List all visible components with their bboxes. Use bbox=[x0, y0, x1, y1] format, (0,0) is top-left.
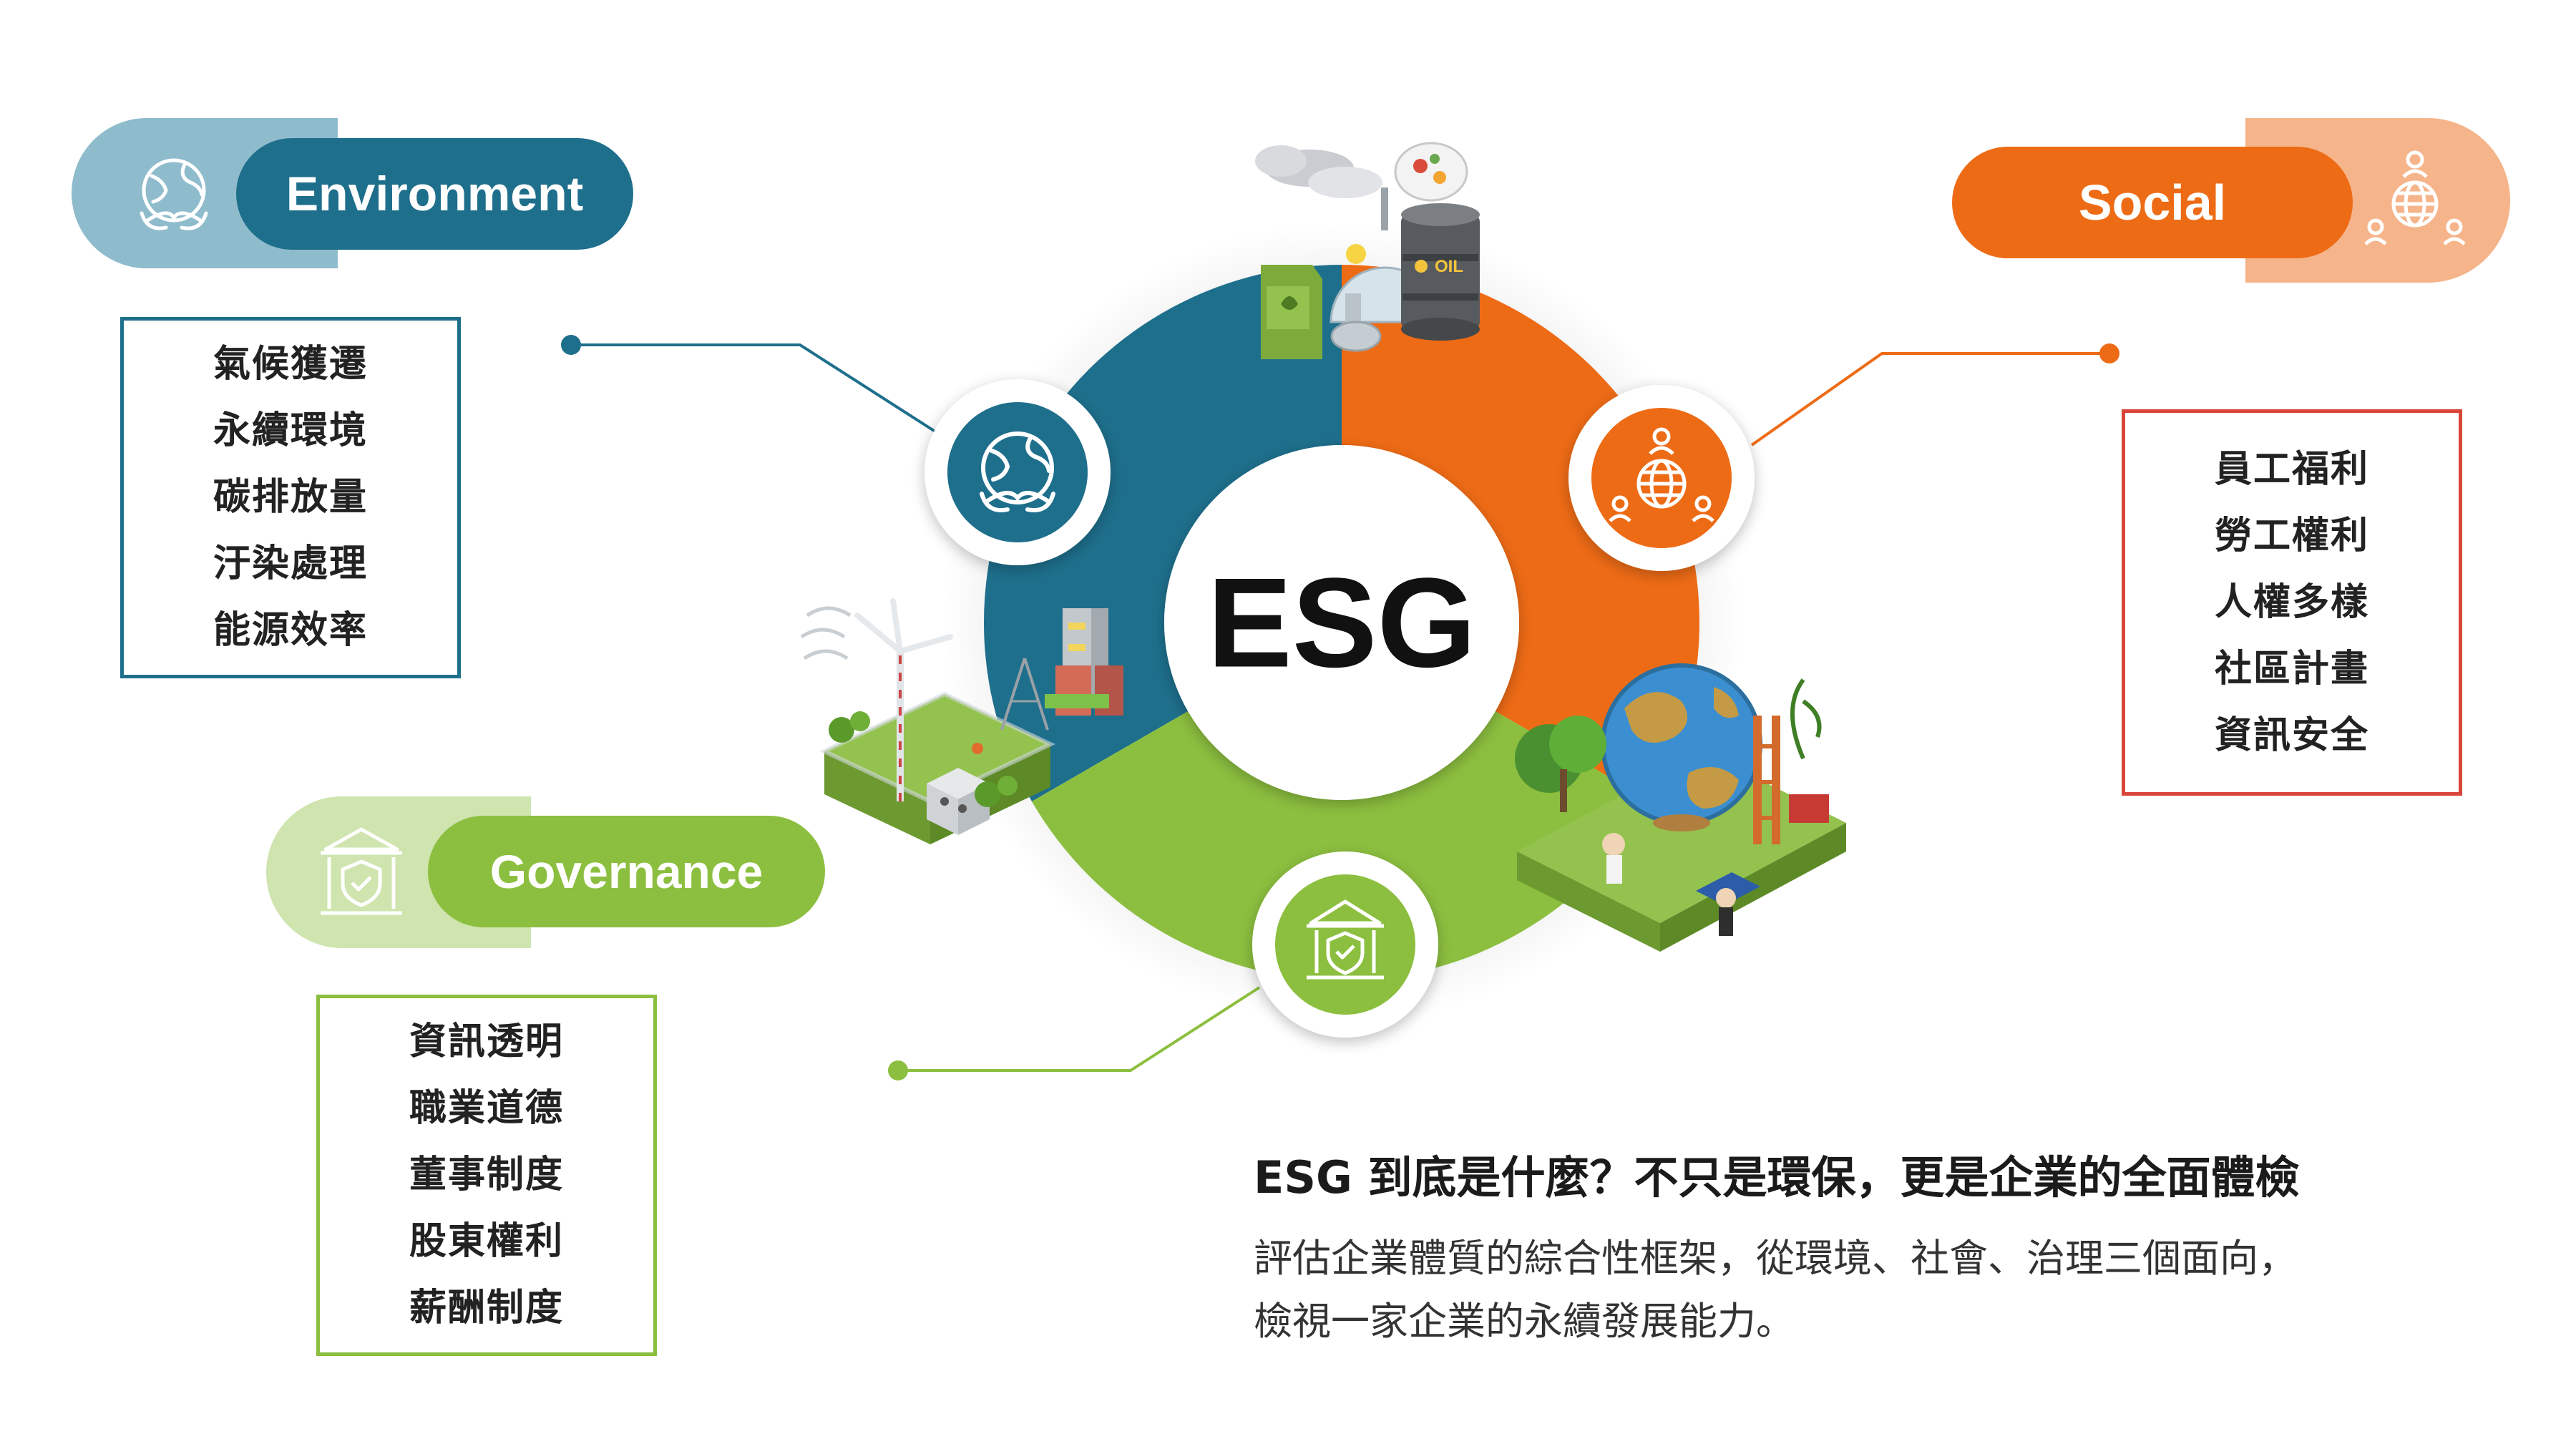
oil-barrel-label: OIL bbox=[1435, 257, 1463, 276]
social-item: 資訊安全 bbox=[2214, 713, 2369, 757]
industry-illustration: OIL bbox=[1255, 142, 1480, 359]
governance-item: 職業道德 bbox=[409, 1087, 564, 1130]
shield-building-icon bbox=[321, 827, 402, 915]
tag-governance-label: Governance bbox=[428, 816, 825, 927]
social-item: 勞工權利 bbox=[2214, 514, 2369, 557]
ring-icon-environment bbox=[924, 379, 1111, 565]
environment-item: 碳排放量 bbox=[213, 476, 368, 519]
footer-title: ESG 到底是什麼？不只是環保，更是企業的全面體檢 bbox=[1254, 1151, 2300, 1204]
center-label: ESG bbox=[1207, 552, 1476, 694]
governance-item: 董事制度 bbox=[409, 1153, 564, 1196]
governance-item: 股東權利 bbox=[409, 1220, 564, 1263]
governance-item: 資訊透明 bbox=[409, 1020, 564, 1063]
environment-item: 能源效率 bbox=[213, 609, 368, 652]
social-items-box: 員工福利 勞工權利 人權多樣 社區計畫 資訊安全 bbox=[2122, 409, 2462, 796]
environment-item: 永續環境 bbox=[213, 409, 368, 452]
tag-environment-label: Environment bbox=[236, 138, 633, 250]
connector-dot-environment bbox=[561, 335, 581, 355]
social-item: 員工福利 bbox=[2214, 447, 2369, 491]
people-globe-icon bbox=[1609, 427, 1714, 522]
ring-segment-governance bbox=[1031, 711, 1652, 980]
governance-item: 薪酬制度 bbox=[409, 1287, 564, 1330]
environment-item: 氣候獲遷 bbox=[213, 343, 368, 386]
ring-segment-social bbox=[1342, 265, 1699, 801]
footer-body-line: 檢視一家企業的永續發展能力。 bbox=[1254, 1299, 1795, 1344]
connector-environment bbox=[571, 343, 939, 434]
governance-items-box: 資訊透明 職業道德 董事制度 股東權利 薪酬制度 bbox=[316, 995, 657, 1356]
ring-icon-governance bbox=[1252, 852, 1438, 1038]
connector-dot-governance bbox=[888, 1060, 908, 1080]
connector-social bbox=[1750, 352, 2109, 447]
social-item: 社區計畫 bbox=[2214, 647, 2369, 691]
globe-workers-illustration bbox=[1515, 663, 1846, 952]
environment-item: 汙染處理 bbox=[213, 542, 368, 585]
connectors bbox=[561, 335, 2119, 1080]
tag-social-label: Social bbox=[1952, 147, 2353, 258]
social-item: 人權多樣 bbox=[2214, 580, 2369, 624]
globe-leaf-icon bbox=[980, 431, 1055, 512]
wind-farm-illustration bbox=[800, 598, 1123, 844]
center-circle bbox=[1164, 445, 1519, 800]
footer-body: 評估企業體質的綜合性框架，從環境、社會、治理三個面向， 檢視一家企業的永續發展能… bbox=[1254, 1227, 2542, 1353]
footer-body-line: 評估企業體質的綜合性框架，從環境、社會、治理三個面向， bbox=[1254, 1236, 2297, 1281]
connector-governance bbox=[898, 986, 1261, 1072]
shield-building-icon bbox=[1307, 899, 1384, 980]
people-globe-icon bbox=[2364, 150, 2466, 245]
globe-leaf-icon bbox=[140, 158, 208, 230]
connector-dot-social bbox=[2099, 343, 2119, 364]
environment-items-box: 氣候獲遷 永續環境 碳排放量 汙染處理 能源效率 bbox=[120, 317, 461, 678]
ring-icon-social bbox=[1568, 385, 1755, 571]
